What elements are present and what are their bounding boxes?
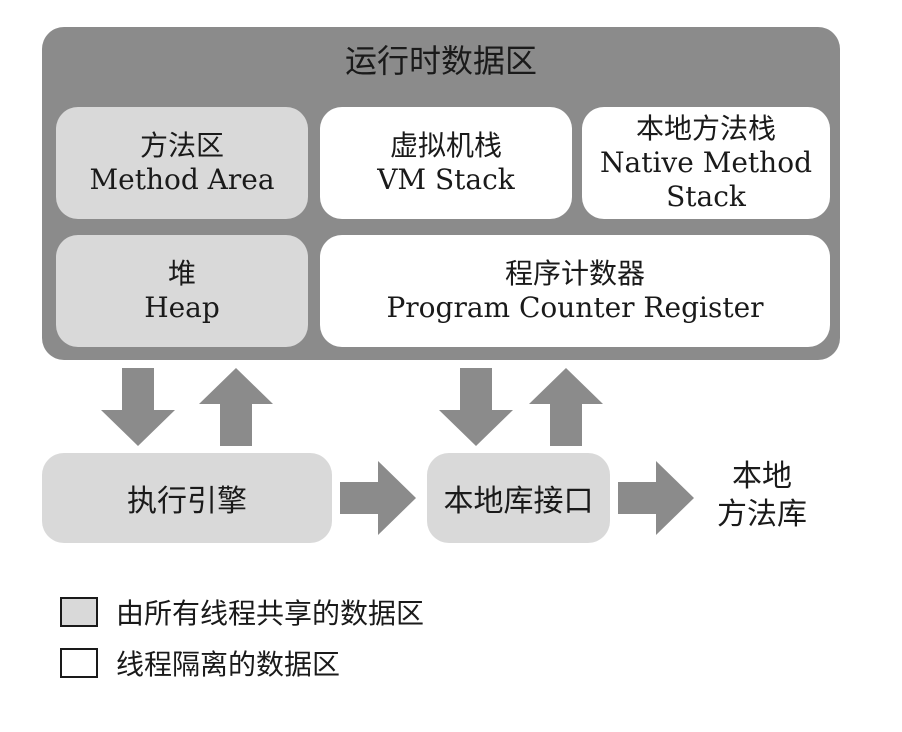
native-interface-box: 本地库接口	[427, 453, 610, 543]
arrow-up-engine	[199, 368, 273, 446]
legend-shared-swatch	[60, 597, 98, 627]
method-area-box: 方法区 Method Area	[56, 107, 308, 219]
native-library-label-1: 本地	[732, 459, 792, 494]
native-stack-label-en-1: Native Method	[600, 146, 812, 179]
runtime-data-area: 运行时数据区 方法区 Method Area 虚拟机栈 VM Stack 本地方…	[42, 27, 840, 360]
native-method-library: 本地 方法库	[712, 458, 812, 534]
program-counter-register-box: 程序计数器 Program Counter Register	[320, 235, 830, 347]
arrow-right-interface-to-library	[618, 461, 694, 535]
method-area-label-en: Method Area	[89, 163, 275, 196]
legend-isolated-swatch	[60, 648, 98, 678]
native-method-stack-box: 本地方法栈 Native Method Stack	[582, 107, 830, 219]
pc-register-label-zh: 程序计数器	[504, 257, 645, 290]
heap-box: 堆 Heap	[56, 235, 308, 347]
heap-label-en: Heap	[144, 291, 220, 324]
arrow-down-native-interface	[439, 368, 513, 446]
legend-shared-label: 由所有线程共享的数据区	[116, 597, 425, 630]
vm-stack-label-en: VM Stack	[377, 163, 515, 196]
legend-isolated: 线程隔离的数据区	[60, 643, 340, 683]
arrow-down-engine	[101, 368, 175, 446]
native-stack-label-en-2: Stack	[666, 180, 746, 213]
legend-shared: 由所有线程共享的数据区	[60, 592, 424, 632]
runtime-data-area-title: 运行时数据区	[344, 42, 537, 80]
native-library-label-2: 方法库	[717, 497, 807, 532]
execution-engine-label: 执行引擎	[127, 484, 247, 519]
method-area-label-zh: 方法区	[139, 129, 224, 162]
execution-engine-box: 执行引擎	[42, 453, 332, 543]
native-stack-label-zh: 本地方法栈	[635, 112, 776, 145]
arrow-up-native-interface	[529, 368, 603, 446]
pc-register-label-en: Program Counter Register	[386, 291, 764, 324]
vm-stack-box: 虚拟机栈 VM Stack	[320, 107, 572, 219]
arrow-right-engine-to-interface	[340, 461, 416, 535]
native-interface-label: 本地库接口	[443, 484, 594, 519]
heap-label-zh: 堆	[167, 257, 196, 290]
legend-isolated-label: 线程隔离的数据区	[116, 648, 341, 681]
vm-stack-label-zh: 虚拟机栈	[389, 129, 502, 162]
